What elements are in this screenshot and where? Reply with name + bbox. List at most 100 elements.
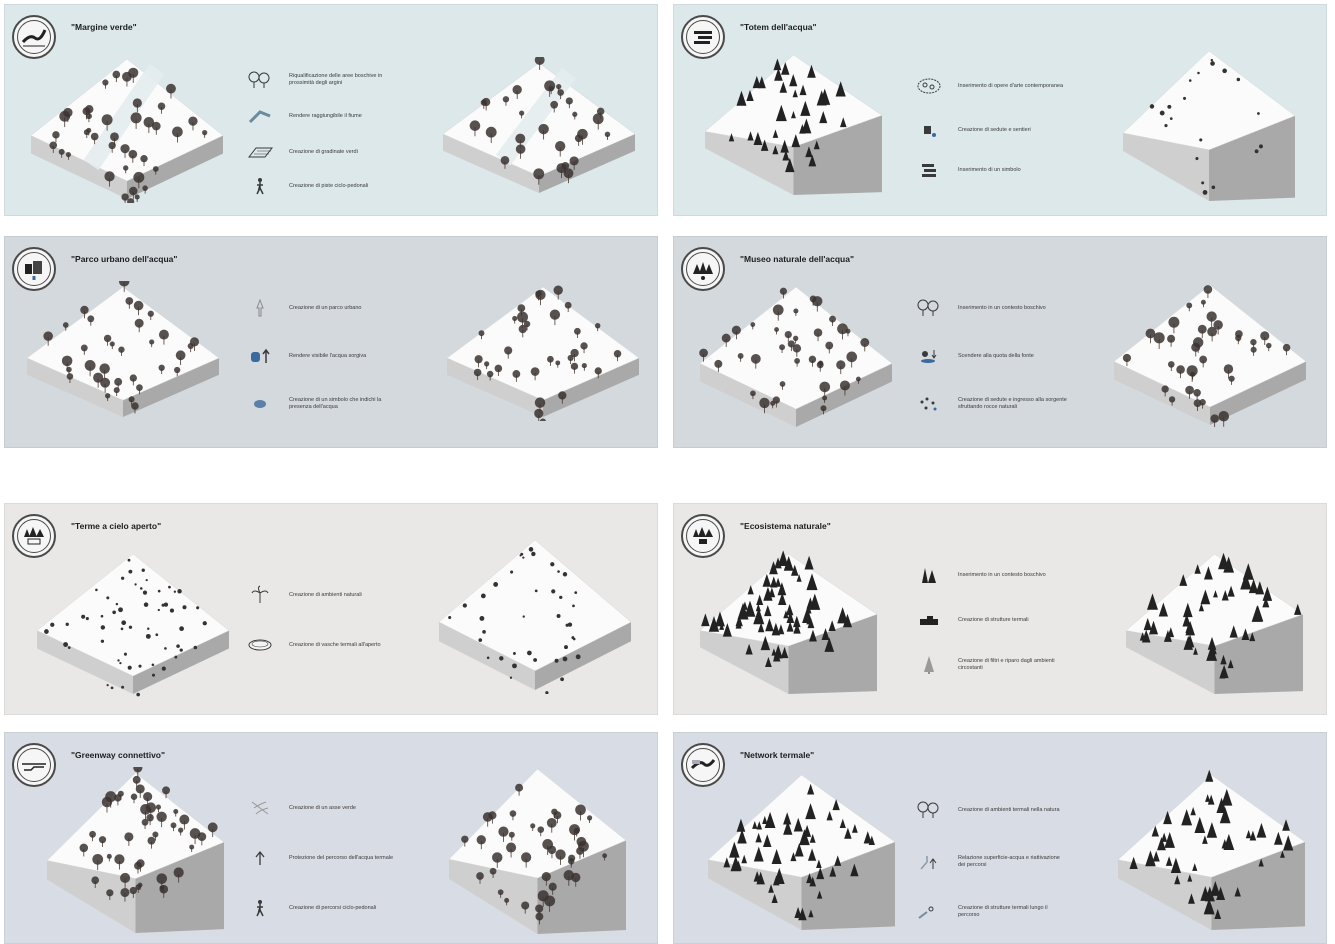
panel-title: "Greenway connettivo": [71, 750, 166, 760]
green-axis-icon: [245, 797, 275, 819]
panel-museo-naturale: "Museo naturale dell'acqua" Inserimento i…: [673, 236, 1327, 448]
legend-item: Creazione di piste ciclo-pedonali: [245, 175, 399, 197]
terrain-block-before: [699, 550, 878, 694]
legend-item: Rendere raggiungibile il fiume: [245, 105, 399, 127]
panel-title: "Ecosistema naturale": [740, 521, 831, 531]
legend-item: Inserimento di un simbolo: [914, 159, 1068, 181]
steps-icon: [245, 141, 275, 163]
legend-item: Inserimento in un contesto boschivo: [914, 564, 1068, 586]
legend-item: Creazione di un parco urbano: [245, 297, 399, 319]
legend-item: Creazione di ambienti termali nella natu…: [914, 799, 1068, 821]
palm-icon: [245, 584, 275, 606]
panel-totem-acqua: "Totem dell'acqua" Inserimento di opere d…: [673, 4, 1327, 216]
panel-terme-cielo: "Terme a cielo aperto" Creazione di ambie…: [4, 503, 658, 715]
panel-ecosistema: "Ecosistema naturale" Inserimento in un c…: [673, 503, 1327, 715]
legend-item: Creazione di ambienti naturali: [245, 584, 399, 606]
path-icon: [914, 901, 944, 923]
legend-text: Inserimento in un contesto boschivo: [958, 304, 1046, 311]
river-icon: [12, 15, 56, 59]
terrain-block-after: [446, 285, 640, 421]
panel-title: "Museo naturale dell'acqua": [740, 254, 854, 264]
legend-item: Creazione di filtri e riparo dagli ambie…: [914, 654, 1068, 676]
legend-item: Creazione di percorsi ciclo-pedonali: [245, 897, 399, 919]
legend-item: Creazione di strutture termali: [914, 609, 1068, 631]
structure-icon: [914, 609, 944, 631]
panel-title: "Network termale": [740, 750, 815, 760]
legend-text: Creazione di percorsi ciclo-pedonali: [289, 904, 377, 911]
fir-icon: [914, 654, 944, 676]
arrow-up-icon: [245, 847, 275, 869]
legend-item: Relazione superficie-acqua e riattivazio…: [914, 851, 1068, 873]
terrain-block-before: [26, 281, 220, 417]
legend-text: Creazione di strutture termali lungo il …: [958, 905, 1048, 918]
conifers-icon: [914, 564, 944, 586]
legend-text: Creazione di un parco urbano: [289, 304, 362, 311]
legend-text: Creazione di un asse verde: [289, 804, 356, 811]
legend-text: Inserimento in un contesto boschivo: [958, 571, 1046, 578]
river-access-icon: [245, 105, 275, 127]
thermal-trees-icon: [914, 799, 944, 821]
panel-margine-verde: "Margine verde" Riqualificazione delle ar…: [4, 4, 658, 216]
legend-item: Riqualificazione delle aree boschive in …: [245, 69, 399, 91]
water-visible-icon: [245, 345, 275, 367]
pool-icon: [245, 634, 275, 656]
forest-water-icon: [681, 247, 725, 291]
forest-path-icon: [914, 297, 944, 319]
terrain-block-after: [442, 57, 636, 193]
greenway-icon: [12, 743, 56, 787]
panel-title: "Parco urbano dell'acqua": [71, 254, 178, 264]
panel-title: "Margine verde": [71, 22, 137, 32]
terrain-block-before: [699, 286, 893, 427]
terrain-block-before: [704, 54, 883, 195]
terrain-block-after: [438, 539, 632, 694]
thermal-forest-icon: [12, 514, 56, 558]
legend-item: Protezione del percorso dell'acqua terma…: [245, 847, 399, 869]
terrain-block-after: [1113, 284, 1307, 428]
legend-text: Creazione di sedute e sentieri: [958, 126, 1031, 133]
legend-text: Creazione di ambienti naturali: [289, 591, 362, 598]
legend-item: Creazione di un asse verde: [245, 797, 399, 819]
legend-text: Creazione di piste ciclo-pedonali: [289, 182, 369, 189]
legend-text: Creazione di filtri e riparo dagli ambie…: [958, 658, 1055, 671]
terrain-block-before: [46, 767, 225, 933]
legend-text: Protezione del percorso dell'acqua terma…: [289, 854, 394, 861]
legend-text: Creazione di ambienti termali nella natu…: [958, 806, 1060, 813]
legend-item: Creazione di gradinate verdi: [245, 141, 399, 163]
ecosystem-icon: [681, 514, 725, 558]
terrain-block-after: [1125, 552, 1304, 694]
legend-text: Creazione di gradinate verdi: [289, 148, 358, 155]
legend-item: Creazione di un simbolo che indichi la p…: [245, 393, 399, 415]
descent-icon: [914, 345, 944, 367]
bench-icon: [914, 119, 944, 141]
terrain-block-after: [1117, 769, 1306, 930]
legend-text: Creazione di un simbolo che indichi la p…: [289, 397, 382, 410]
legend-item: Inserimento in un contesto boschivo: [914, 297, 1068, 319]
symbol-icon: [914, 159, 944, 181]
legend-text: Inserimento di un simbolo: [958, 166, 1021, 173]
pedestrian-icon: [245, 175, 275, 197]
legend-text: Relazione superficie-acqua e riattivazio…: [958, 855, 1060, 868]
water-symbol-icon: [245, 393, 275, 415]
legend-text: Riqualificazione delle aree boschive in …: [289, 73, 383, 86]
legend-text: Rendere visibile l'acqua sorgiva: [289, 352, 367, 359]
legend-item: Scendere alla quota della fonte: [914, 345, 1068, 367]
walker-icon: [245, 897, 275, 919]
legend-text: Rendere raggiungibile il fiume: [289, 112, 362, 119]
artwork-icon: [914, 75, 944, 97]
terrain-block-before: [36, 553, 230, 697]
legend-item: Creazione di strutture termali lungo il …: [914, 901, 1068, 923]
totem-icon: [681, 15, 725, 59]
legend-text: Creazione di strutture termali: [958, 616, 1029, 623]
panel-title: "Terme a cielo aperto": [71, 521, 162, 531]
legend-item: Creazione di sedute e ingresso alla sorg…: [914, 393, 1068, 415]
terrain-block-after: [1122, 50, 1296, 201]
seating-icon: [914, 393, 944, 415]
legend-text: Inserimento di opere d'arte contemporane…: [958, 82, 1064, 89]
city-water-icon: [12, 247, 56, 291]
legend-item: Creazione di vasche termali all'aperto: [245, 634, 399, 656]
spring-icon: [914, 851, 944, 873]
trees-icon: [245, 69, 275, 91]
panel-title: "Totem dell'acqua": [740, 22, 817, 32]
legend-text: Scendere alla quota della fonte: [958, 352, 1034, 359]
panel-greenway: "Greenway connettivo" Creazione di un ass…: [4, 732, 658, 944]
